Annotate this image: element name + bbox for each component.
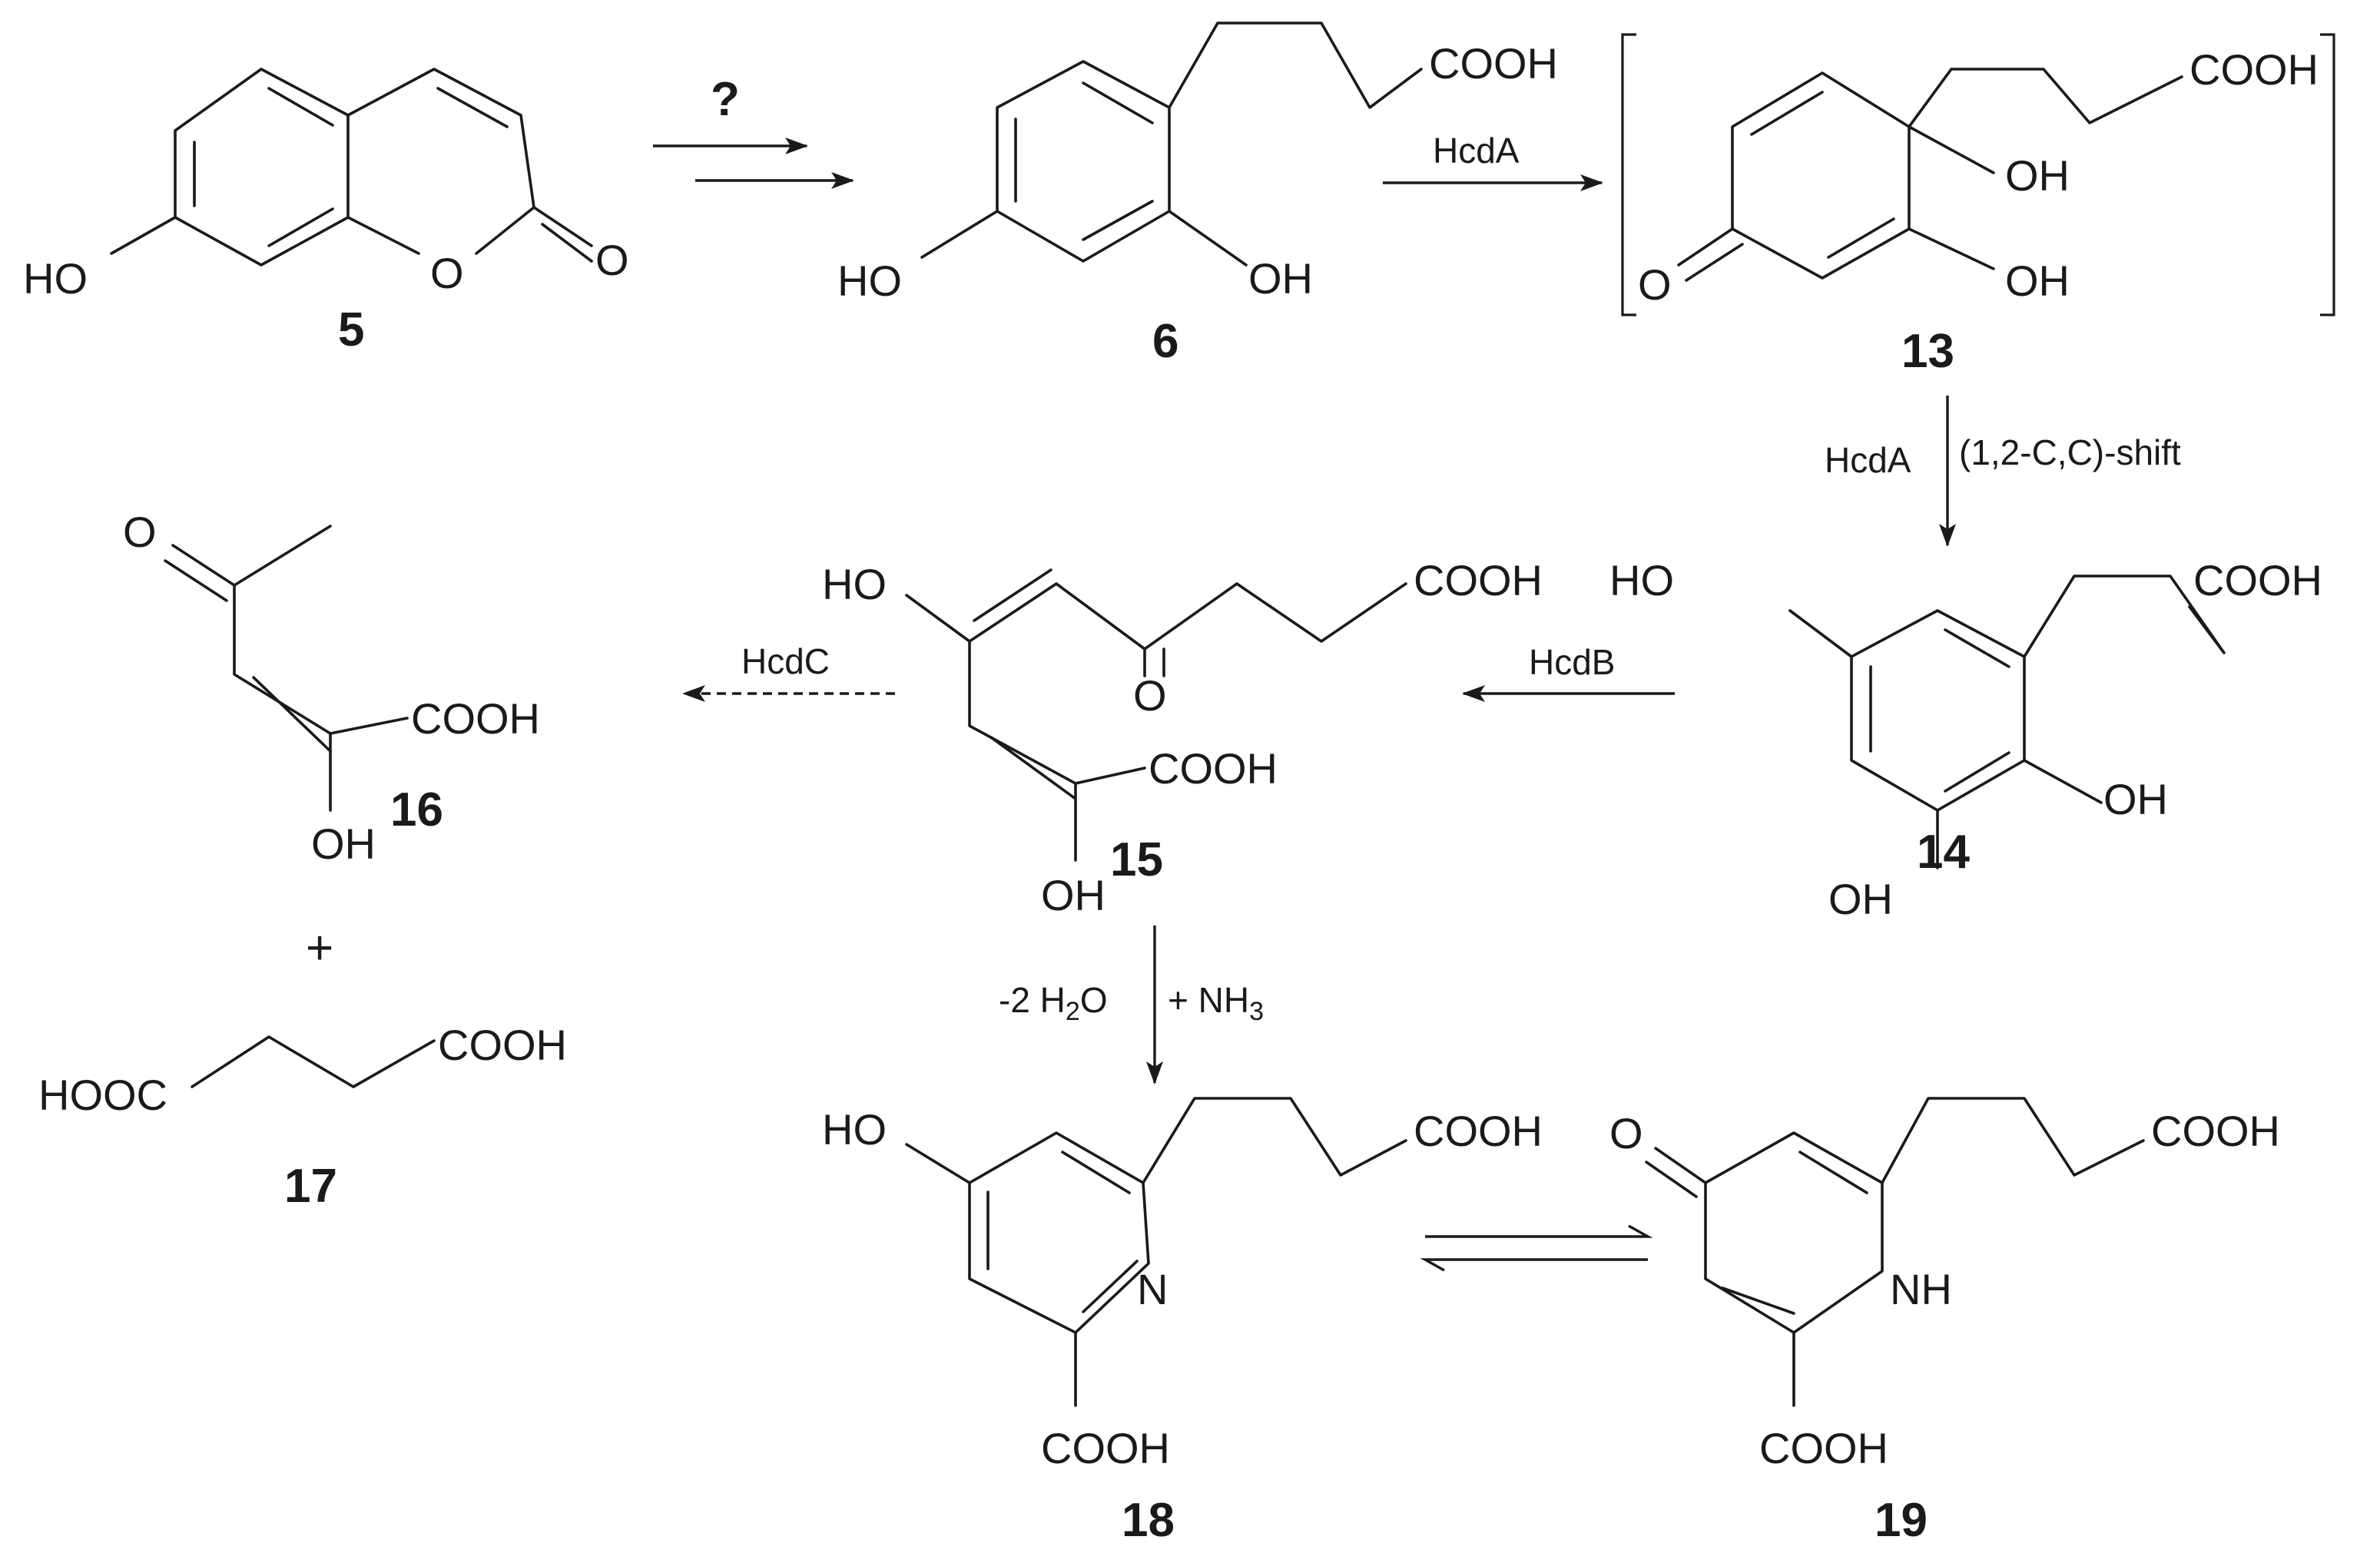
ring-oxygen-label: O bbox=[430, 249, 464, 297]
hydroxyl-label: OH bbox=[1828, 875, 1893, 923]
reaction-arrow-15-to-16: HcdC bbox=[682, 641, 895, 702]
plus-sign: + bbox=[306, 922, 333, 975]
hydroxyl-label: HO bbox=[822, 1105, 887, 1154]
enzyme-label-hcda: HcdA bbox=[1825, 440, 1911, 480]
carboxyl-label: COOH bbox=[1429, 39, 1558, 88]
carboxyl-label: HOOC bbox=[38, 1071, 167, 1119]
hydroxyl-label: HO bbox=[23, 254, 88, 303]
hydroxyl-label: HO bbox=[837, 257, 902, 305]
hydroxyl-label: OH bbox=[311, 820, 376, 868]
compound-17: HOOC COOH 17 bbox=[38, 1021, 567, 1213]
reaction-arrow-15-to-18: -2 H2O + NH3 bbox=[999, 926, 1264, 1084]
hydroxyl-label: OH bbox=[2005, 151, 2070, 200]
carboxyl-label: COOH bbox=[1759, 1424, 1888, 1472]
compound-number-13: 13 bbox=[1901, 325, 1954, 378]
carbonyl-oxygen-label: O bbox=[1609, 1109, 1643, 1157]
unknown-step-label: ? bbox=[711, 73, 740, 126]
enzyme-label-hcda: HcdA bbox=[1433, 131, 1520, 171]
compound-number-14: 14 bbox=[1917, 826, 1970, 879]
compound-13: COOH OH OH O 13 bbox=[1621, 33, 2335, 378]
carboxyl-label: COOH bbox=[438, 1021, 567, 1069]
compound-number-15: 15 bbox=[1110, 833, 1163, 886]
enzyme-label-hcdc: HcdC bbox=[741, 641, 830, 681]
ammonia-label: + NH3 bbox=[1168, 980, 1264, 1026]
reaction-arrow-6-to-13: HcdA bbox=[1383, 131, 1603, 191]
compound-16: O COOH OH 16 bbox=[123, 508, 540, 868]
carbonyl-oxygen-label: O bbox=[595, 236, 629, 284]
carboxyl-label: COOH bbox=[1414, 556, 1543, 604]
enzyme-label-hcdb: HcdB bbox=[1529, 642, 1615, 682]
hydroxyl-label: OH bbox=[2103, 775, 2168, 823]
equilibrium-arrows bbox=[1420, 1224, 1653, 1272]
compound-number-5: 5 bbox=[338, 303, 364, 356]
carboxyl-label: COOH bbox=[1414, 1107, 1543, 1155]
hydroxyl-label: HO bbox=[1609, 556, 1674, 604]
hydroxyl-label: OH bbox=[1248, 254, 1313, 303]
carbonyl-oxygen-label: O bbox=[123, 508, 157, 556]
compound-number-17: 17 bbox=[284, 1160, 337, 1213]
carboxyl-label: COOH bbox=[1149, 744, 1278, 793]
carbonyl-oxygen-label: O bbox=[1638, 260, 1672, 309]
carboxyl-label: COOH bbox=[2151, 1107, 2280, 1155]
pyridone-nh-label: NH bbox=[1890, 1265, 1952, 1313]
hydroxyl-label: HO bbox=[822, 560, 887, 608]
carboxyl-label: COOH bbox=[1041, 1424, 1170, 1472]
compound-5: HO O O 5 bbox=[23, 68, 629, 356]
compound-14: HO COOH OH OH 14 bbox=[1609, 556, 2322, 923]
shift-note-label: (1,2-C,C)-shift bbox=[1959, 432, 2181, 472]
reaction-arrow-5-to-6: ? bbox=[653, 73, 854, 189]
compound-18: HO COOH N COOH 18 bbox=[822, 1097, 1543, 1547]
hydroxyl-label: OH bbox=[2005, 257, 2070, 305]
compound-19: O COOH NH COOH 19 bbox=[1609, 1097, 2280, 1547]
compound-6: COOH HO OH 6 bbox=[837, 22, 1558, 368]
pyridine-nitrogen-label: N bbox=[1137, 1265, 1168, 1313]
ketone-oxygen-label: O bbox=[1133, 671, 1167, 720]
reaction-arrow-13-to-14: HcdA (1,2-C,C)-shift bbox=[1825, 396, 2181, 547]
reaction-arrow-14-to-15: HcdB bbox=[1462, 642, 1675, 702]
carboxyl-label: COOH bbox=[411, 694, 540, 743]
compound-number-19: 19 bbox=[1874, 1494, 1928, 1547]
compound-number-18: 18 bbox=[1122, 1494, 1175, 1547]
water-loss-label: -2 H2O bbox=[999, 980, 1108, 1026]
hydroxyl-label: OH bbox=[1041, 871, 1105, 919]
compound-number-16: 16 bbox=[390, 783, 443, 836]
carboxyl-label: COOH bbox=[2189, 45, 2319, 94]
carboxyl-label: COOH bbox=[2193, 556, 2322, 604]
compound-number-6: 6 bbox=[1152, 315, 1178, 368]
compound-15: HO COOH O COOH OH 15 bbox=[822, 556, 1543, 919]
